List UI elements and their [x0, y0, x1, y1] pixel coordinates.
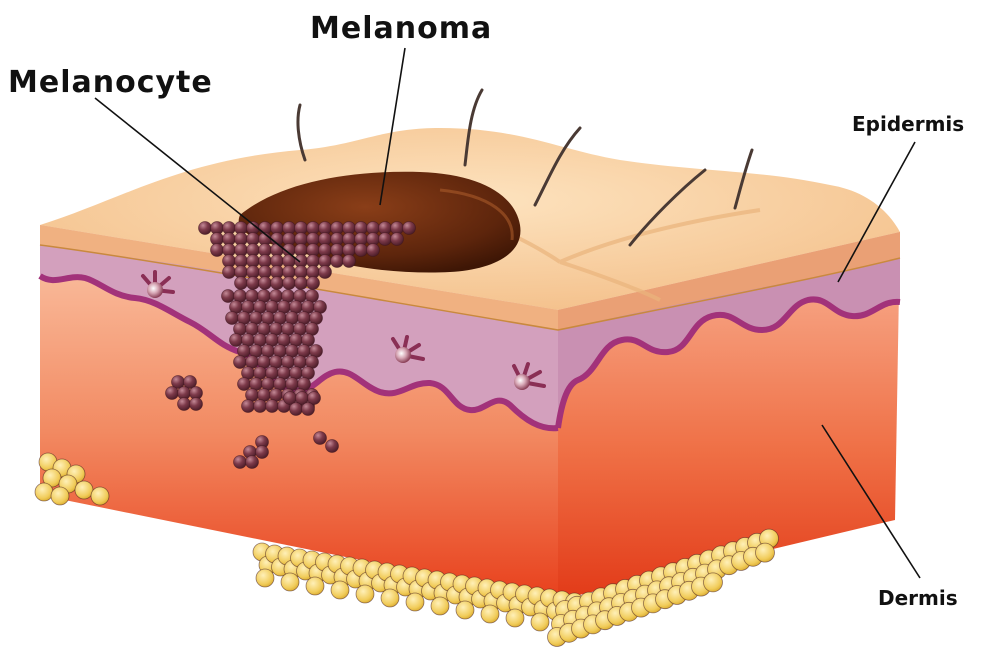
epidermis-label: Epidermis [852, 112, 964, 136]
melanoma-cell [234, 276, 248, 290]
melanoma-cell [301, 402, 315, 416]
dendritic-cell-3 [512, 362, 546, 390]
fat-globule [34, 482, 54, 502]
melanoma-cell [325, 439, 339, 453]
melanoma-cell [354, 243, 368, 257]
melanoma-cell [294, 276, 308, 290]
melanoma-cell [318, 265, 332, 279]
melanoma-cell [189, 397, 203, 411]
melanoma-cell [198, 221, 212, 235]
melanoma-cell [229, 333, 243, 347]
melanoma-cell [177, 397, 191, 411]
melanocyte-label: Melanocyte [8, 65, 213, 100]
melanoma-cell [313, 431, 327, 445]
melanoma-cell [255, 445, 269, 459]
melanoma-label: Melanoma [310, 11, 492, 46]
dendritic-melanocytes [141, 270, 546, 390]
fat-globule [430, 596, 450, 616]
surface-right-rim [558, 232, 900, 330]
hair-1 [296, 103, 307, 162]
melanoma-cell [289, 402, 303, 416]
melanoma-cell [390, 232, 404, 246]
dendritic-cell-2 [391, 335, 425, 363]
fat-globule [755, 542, 775, 563]
melanoma-cell [402, 221, 416, 235]
subcutaneous-fat [34, 452, 779, 647]
melanoma-cell [282, 276, 296, 290]
melanoma-cell [307, 391, 321, 405]
melanoma-cell [265, 399, 279, 413]
epidermis-leader-line [837, 141, 916, 283]
melanoma-cell [253, 399, 267, 413]
melanoma-cell [342, 254, 356, 268]
melanoma-leader-line [379, 47, 406, 206]
melanoma-cell [241, 399, 255, 413]
hairs [296, 88, 754, 247]
melanoma-cell [366, 243, 380, 257]
basement-membrane-front [38, 273, 559, 432]
hair-2 [463, 88, 484, 167]
basement-membrane-right [555, 296, 901, 429]
hair-4 [628, 168, 707, 247]
melanoma-cell [233, 455, 247, 469]
hair-5 [733, 148, 754, 210]
melanoma-cell [225, 311, 239, 325]
hair-3 [533, 126, 582, 207]
melanoma-cell [233, 355, 247, 369]
melanoma-cell [245, 455, 259, 469]
fat-globule [90, 486, 110, 506]
fat-globule [74, 480, 94, 500]
fat-globule [355, 584, 375, 604]
melanoma-cell [330, 254, 344, 268]
dendritic-cell-1 [141, 270, 175, 298]
melanoma-cell [210, 243, 224, 257]
fat-globule [255, 568, 275, 588]
lesion-highlight [439, 188, 514, 241]
fat-globule [480, 604, 500, 624]
melanoma-cell [270, 276, 284, 290]
melanoma-cell [378, 232, 392, 246]
melanoma-cell [258, 276, 272, 290]
melanoma-cell [183, 375, 197, 389]
melanoma-cell [306, 276, 320, 290]
melanoma-cell [165, 386, 179, 400]
fat-globule [380, 588, 400, 608]
fat-globule [455, 600, 475, 620]
fat-globule [530, 612, 550, 632]
melanoma-cell [237, 377, 251, 391]
rim-edge-line [39, 244, 901, 331]
fat-globule [505, 608, 525, 628]
fat-globule [280, 572, 300, 592]
fat-globule [305, 576, 325, 596]
dermis-leader-line [821, 424, 921, 579]
fat-globule [50, 486, 70, 506]
melanocyte-leader-line [94, 97, 301, 263]
melanoma-cell [221, 289, 235, 303]
fat-globule [405, 592, 425, 612]
dermis-label: Dermis [878, 586, 958, 610]
melanoma-cell [246, 276, 260, 290]
fat-globule [330, 580, 350, 600]
epidermis-layer-right [558, 232, 900, 428]
fat-globule [703, 572, 723, 593]
melanoma-cell [222, 265, 236, 279]
